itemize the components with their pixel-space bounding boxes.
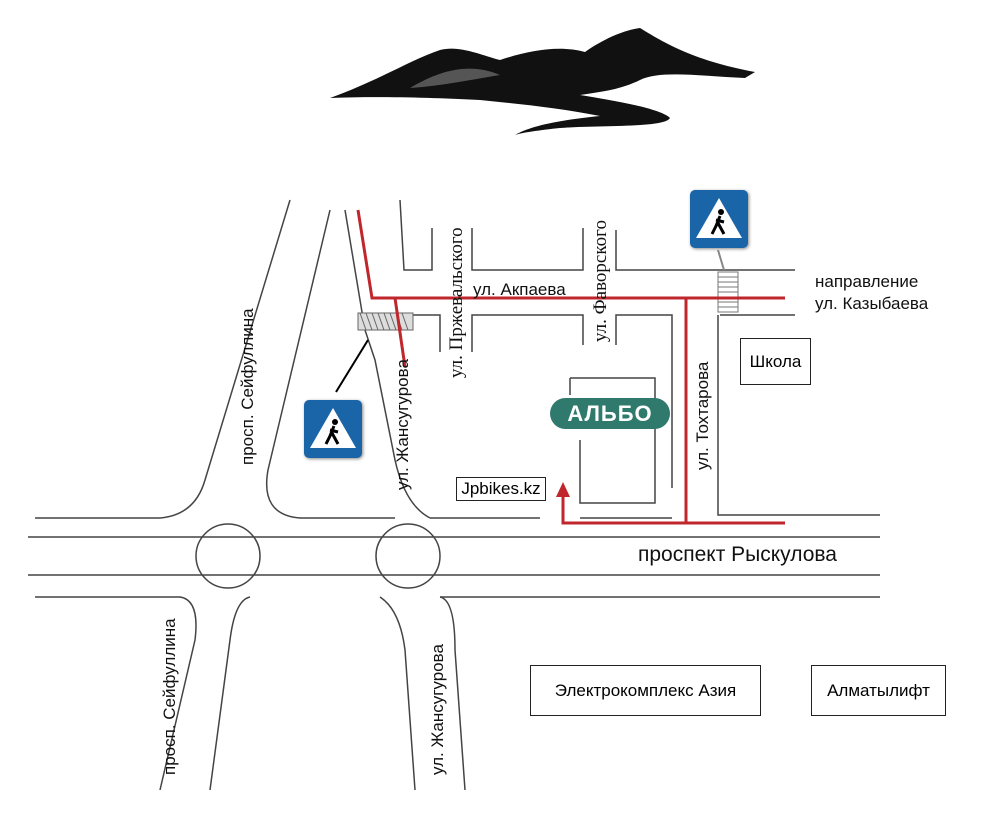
sign-pointer (335, 339, 369, 393)
street-label-seifullina-bottom: просп. Сейфуллина (160, 618, 179, 775)
school-box: Школа (740, 338, 811, 385)
crosswalk (357, 312, 414, 331)
street-label-tokhtarova: ул. Тохтарова (693, 361, 712, 470)
street-label-zhansugurova-bottom: ул. Жансугурова (428, 644, 447, 775)
street-label-kazybaeva: ул. Казыбаева (815, 294, 929, 313)
almatylift-box: Алматылифт (811, 665, 946, 716)
street-label-favorskogo: ул. Фаворского (590, 220, 611, 342)
electrocomplex-box: Электрокомплекс Азия (530, 665, 761, 716)
route-arrow (556, 482, 570, 497)
crosswalk (717, 271, 739, 313)
sign-pointer (717, 249, 725, 271)
jpbikes-box: Jpbikes.kz (456, 477, 546, 501)
street-label-seifullina-top: просп. Сейфуллина (238, 308, 257, 465)
roads (28, 199, 880, 791)
route (356, 209, 785, 525)
albo-logo: АЛЬБО (550, 398, 670, 429)
street-label-akpaeva: ул. Акпаева (473, 280, 566, 299)
street-label-ryskulova: проспект Рыскулова (638, 543, 837, 566)
street-label-przhevalskogo: ул. Пржевальского (446, 227, 467, 378)
pedestrian-crossing-sign (690, 190, 748, 248)
direction-label: направление (815, 272, 919, 291)
street-label-zhansugurova-top: ул. Жансугурова (393, 359, 412, 490)
pedestrian-crossing-sign (304, 400, 362, 458)
mountains-logo (330, 28, 755, 135)
